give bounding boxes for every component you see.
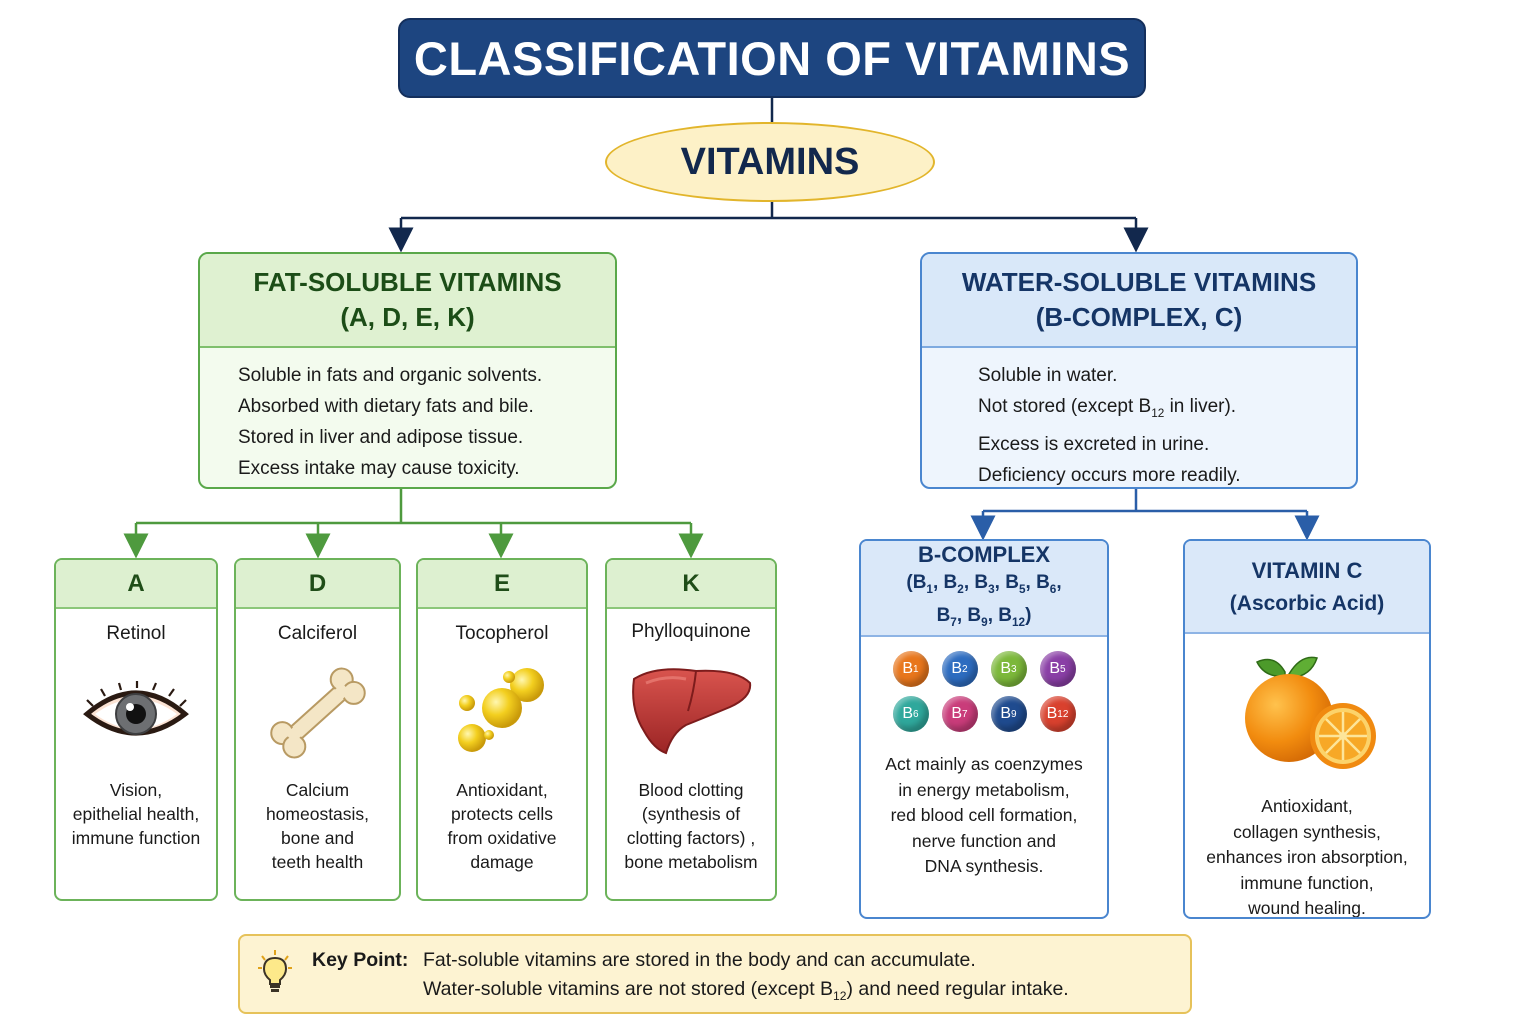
lightbulb-icon: [258, 950, 292, 1000]
page-title: CLASSIFICATION OF VITAMINS: [398, 18, 1146, 98]
b-complex-heading: B-COMPLEX (B1, B2, B3, B5, B6, B7, B9, B…: [861, 541, 1107, 637]
vitamin-letter: E: [418, 560, 586, 609]
vitamin-name: Tocopherol: [455, 623, 549, 644]
liver-icon: [607, 651, 775, 771]
vitamin-name: Calciferol: [277, 623, 358, 644]
water-heading-line1: WATER-SOLUBLE VITAMINS: [961, 267, 1317, 297]
fat-heading-line2: (A, D, E, K): [340, 302, 475, 332]
key-point-line2: Water-soluble vitamins are not stored (e…: [423, 978, 1069, 1003]
eye-icon: [56, 653, 216, 773]
fat-point: Stored in liver and adipose tissue.: [238, 427, 524, 448]
orange-icon: [1185, 652, 1429, 772]
water-point: Deficiency occurs more readily.: [978, 464, 1241, 486]
vitamin-c-heading: VITAMIN C (Ascorbic Acid): [1185, 541, 1429, 634]
b-complex-title: B-COMPLEX: [918, 542, 1050, 568]
water-point: Excess is excreted in urine.: [978, 433, 1210, 455]
fat-point: Excess intake may cause toxicity.: [238, 458, 520, 479]
water-point: Soluble in water.: [978, 365, 1118, 386]
fat-point: Absorbed with dietary fats and bile.: [238, 396, 534, 417]
oil-droplets-icon: [418, 653, 586, 773]
bone-icon: [236, 653, 399, 773]
water-point: Not stored (except B12 in liver).: [978, 396, 1237, 420]
key-point-line1: Fat-soluble vitamins are stored in the b…: [423, 949, 976, 971]
fat-soluble-heading: FAT-SOLUBLE VITAMINS (A, D, E, K): [200, 254, 615, 348]
vitamin-name: Phylloquinone: [631, 621, 751, 642]
water-soluble-heading: WATER-SOLUBLE VITAMINS (B-COMPLEX, C): [922, 254, 1356, 348]
vitamin-letter: A: [56, 560, 216, 609]
b-complex-card: B-COMPLEX (B1, B2, B3, B5, B6, B7, B9, B…: [859, 539, 1109, 919]
vitamin-name: Retinol: [106, 623, 166, 644]
key-point-label: Key Point:: [312, 949, 409, 971]
vitamin-functions: Vision,epithelial health,immune function: [71, 780, 201, 848]
vitamin-c-functions: Antioxidant,collagen synthesis,enhances …: [1206, 796, 1408, 918]
vitamin-letter: D: [236, 560, 399, 609]
fat-soluble-points: Soluble in fats and organic solvents. Ab…: [200, 348, 615, 484]
b-members-line1: (B1, B2, B3, B5, B6,: [906, 572, 1062, 596]
water-soluble-box: WATER-SOLUBLE VITAMINS (B-COMPLEX, C) So…: [920, 252, 1358, 489]
vitamin-c-title: VITAMIN C: [1251, 557, 1363, 583]
vitamin-card-a: A Retinol Vision,epithelial health,immun…: [54, 558, 218, 901]
b-complex-members: (B1, B2, B3, B5, B6, B7, B9, B12): [906, 570, 1061, 636]
vitamin-card-k: K Phylloquinone Blood clotting(synthesis…: [605, 558, 777, 901]
vitamin-c-subtitle: (Ascorbic Acid): [1229, 591, 1385, 615]
b-members-line2: B7, B9, B12): [936, 605, 1032, 629]
vitamin-c-card: VITAMIN C (Ascorbic Acid) Antioxidant,co…: [1183, 539, 1431, 919]
fat-soluble-box: FAT-SOLUBLE VITAMINS (A, D, E, K) Solubl…: [198, 252, 617, 489]
fat-heading-line1: FAT-SOLUBLE VITAMINS: [253, 267, 562, 297]
vitamin-letter: K: [607, 560, 775, 609]
water-soluble-points: Soluble in water. Not stored (except B12…: [922, 348, 1356, 487]
fat-point: Soluble in fats and organic solvents.: [238, 365, 543, 386]
water-heading-line2: (B-COMPLEX, C): [1035, 302, 1243, 332]
root-node-vitamins: VITAMINS: [605, 122, 935, 202]
key-point-box: Key Point: Fat-soluble vitamins are stor…: [238, 934, 1192, 1014]
